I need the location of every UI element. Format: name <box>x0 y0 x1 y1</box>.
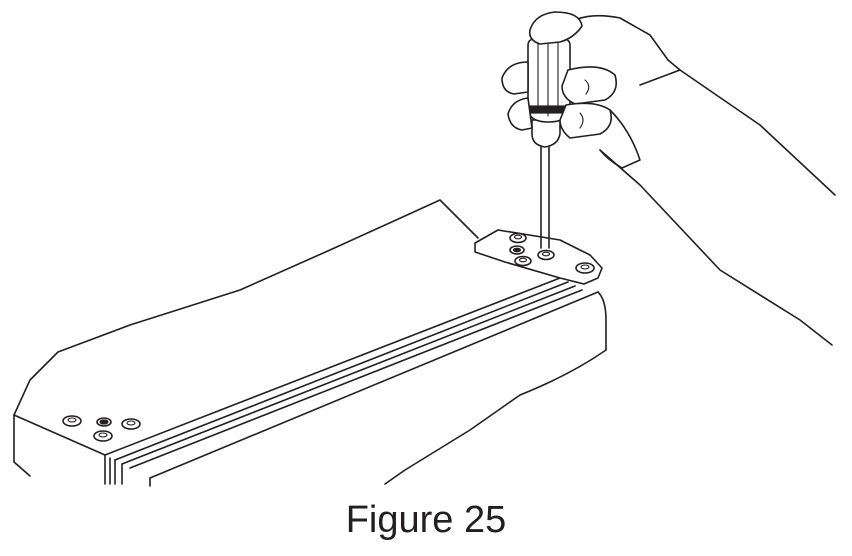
bracket-screw-4 <box>537 249 555 261</box>
screw-head-2 <box>96 417 112 427</box>
end-plate-fasteners <box>62 415 141 442</box>
hand <box>501 11 836 346</box>
screw-head-3 <box>121 418 141 430</box>
bracket-screw-3 <box>514 255 532 267</box>
corner-bracket <box>474 229 603 285</box>
screw-head-1 <box>62 415 82 427</box>
figure-caption: Figure 25 <box>345 499 507 541</box>
bracket-screw-2 <box>509 245 525 255</box>
cabinet-rail <box>13 199 607 487</box>
screw-head-4 <box>93 430 113 442</box>
bracket-screw-5 <box>575 262 595 274</box>
screwdriver <box>527 37 571 249</box>
bracket-screw-1 <box>509 232 527 244</box>
illustration <box>13 11 836 487</box>
